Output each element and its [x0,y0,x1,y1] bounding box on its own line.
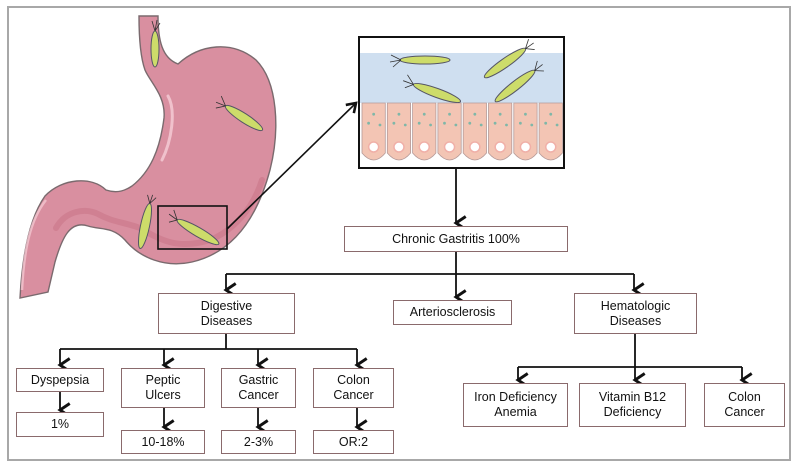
granule [524,112,527,116]
cell-nucleus [469,141,481,153]
granule [403,123,407,127]
granule [454,123,458,127]
granule [392,121,396,125]
figure-frame [7,6,791,461]
bacterium-icon [483,39,535,79]
granule [505,123,508,127]
node-vitamin-b12-deficiency: Vitamin B12 Deficiency [579,383,686,427]
node-digestive-diseases: Digestive Diseases [158,293,295,334]
granule [544,121,548,125]
cell-nucleus [393,141,405,153]
granule [518,121,522,125]
epithelial-cell [488,102,513,161]
granule [448,112,451,116]
granule [549,112,553,116]
connectors [57,168,753,435]
granule [479,123,483,127]
node-peptic-ulcers: Peptic Ulcers [121,368,205,408]
node-iron-deficiency-anemia: Iron Deficiency Anemia [463,383,568,427]
bacterium-icon [389,54,451,68]
granule [429,123,432,127]
epithelial-cell [538,102,563,161]
granule [473,112,477,116]
bacterium-icon [168,209,220,246]
node-dyspepsia: Dyspepsia [16,368,104,392]
value-gastric-cancer: 2-3% [221,430,296,454]
stomach-illustration [19,15,277,299]
bacterium-icon [494,60,544,103]
epithelial-cell [513,102,538,161]
cell-nucleus [545,141,557,153]
granule [493,121,497,125]
stomach-highlight [160,94,174,162]
zoom-region-box [157,205,228,250]
cell-nucleus [367,141,380,153]
value-colon-cancer: OR:2 [313,430,394,454]
bacterium-icon [215,95,264,132]
granule [397,112,401,116]
granule [422,112,426,116]
epithelium-inset [358,36,565,169]
bacterium-icon [403,74,462,104]
node-hematologic-diseases: Hematologic Diseases [574,293,697,334]
cell-nucleus [519,141,532,153]
granule [498,112,502,116]
value-peptic-ulcers: 10-18% [121,430,205,454]
epithelial-cell [361,102,386,161]
cell-nucleus [494,141,506,153]
epithelial-cell [462,102,487,161]
node-arteriosclerosis: Arteriosclerosis [393,300,512,325]
node-gastric-cancer: Gastric Cancer [221,368,296,408]
bacterium-icon [138,194,157,250]
granule [468,121,472,125]
granule [555,123,559,127]
epithelial-cell [412,102,437,161]
epithelial-cell [437,102,462,161]
granule [443,121,446,125]
value-dyspepsia: 1% [16,412,104,437]
bacterium-icon [150,19,161,68]
cell-nucleus [418,141,430,153]
granule [530,123,534,127]
granule [367,121,370,125]
stomach-body [19,15,277,299]
mucus-layer [360,53,563,103]
cell-nucleus [443,141,456,153]
node-chronic-gastritis: Chronic Gastritis 100% [344,226,568,252]
epithelial-cells [361,102,563,161]
granule [372,112,376,116]
granule [378,123,382,127]
granule [417,121,421,125]
node-colon-cancer-hematologic: Colon Cancer [704,383,785,427]
epithelial-cell [386,102,411,161]
zoom-arrow [226,101,358,230]
node-colon-cancer: Colon Cancer [313,368,394,408]
